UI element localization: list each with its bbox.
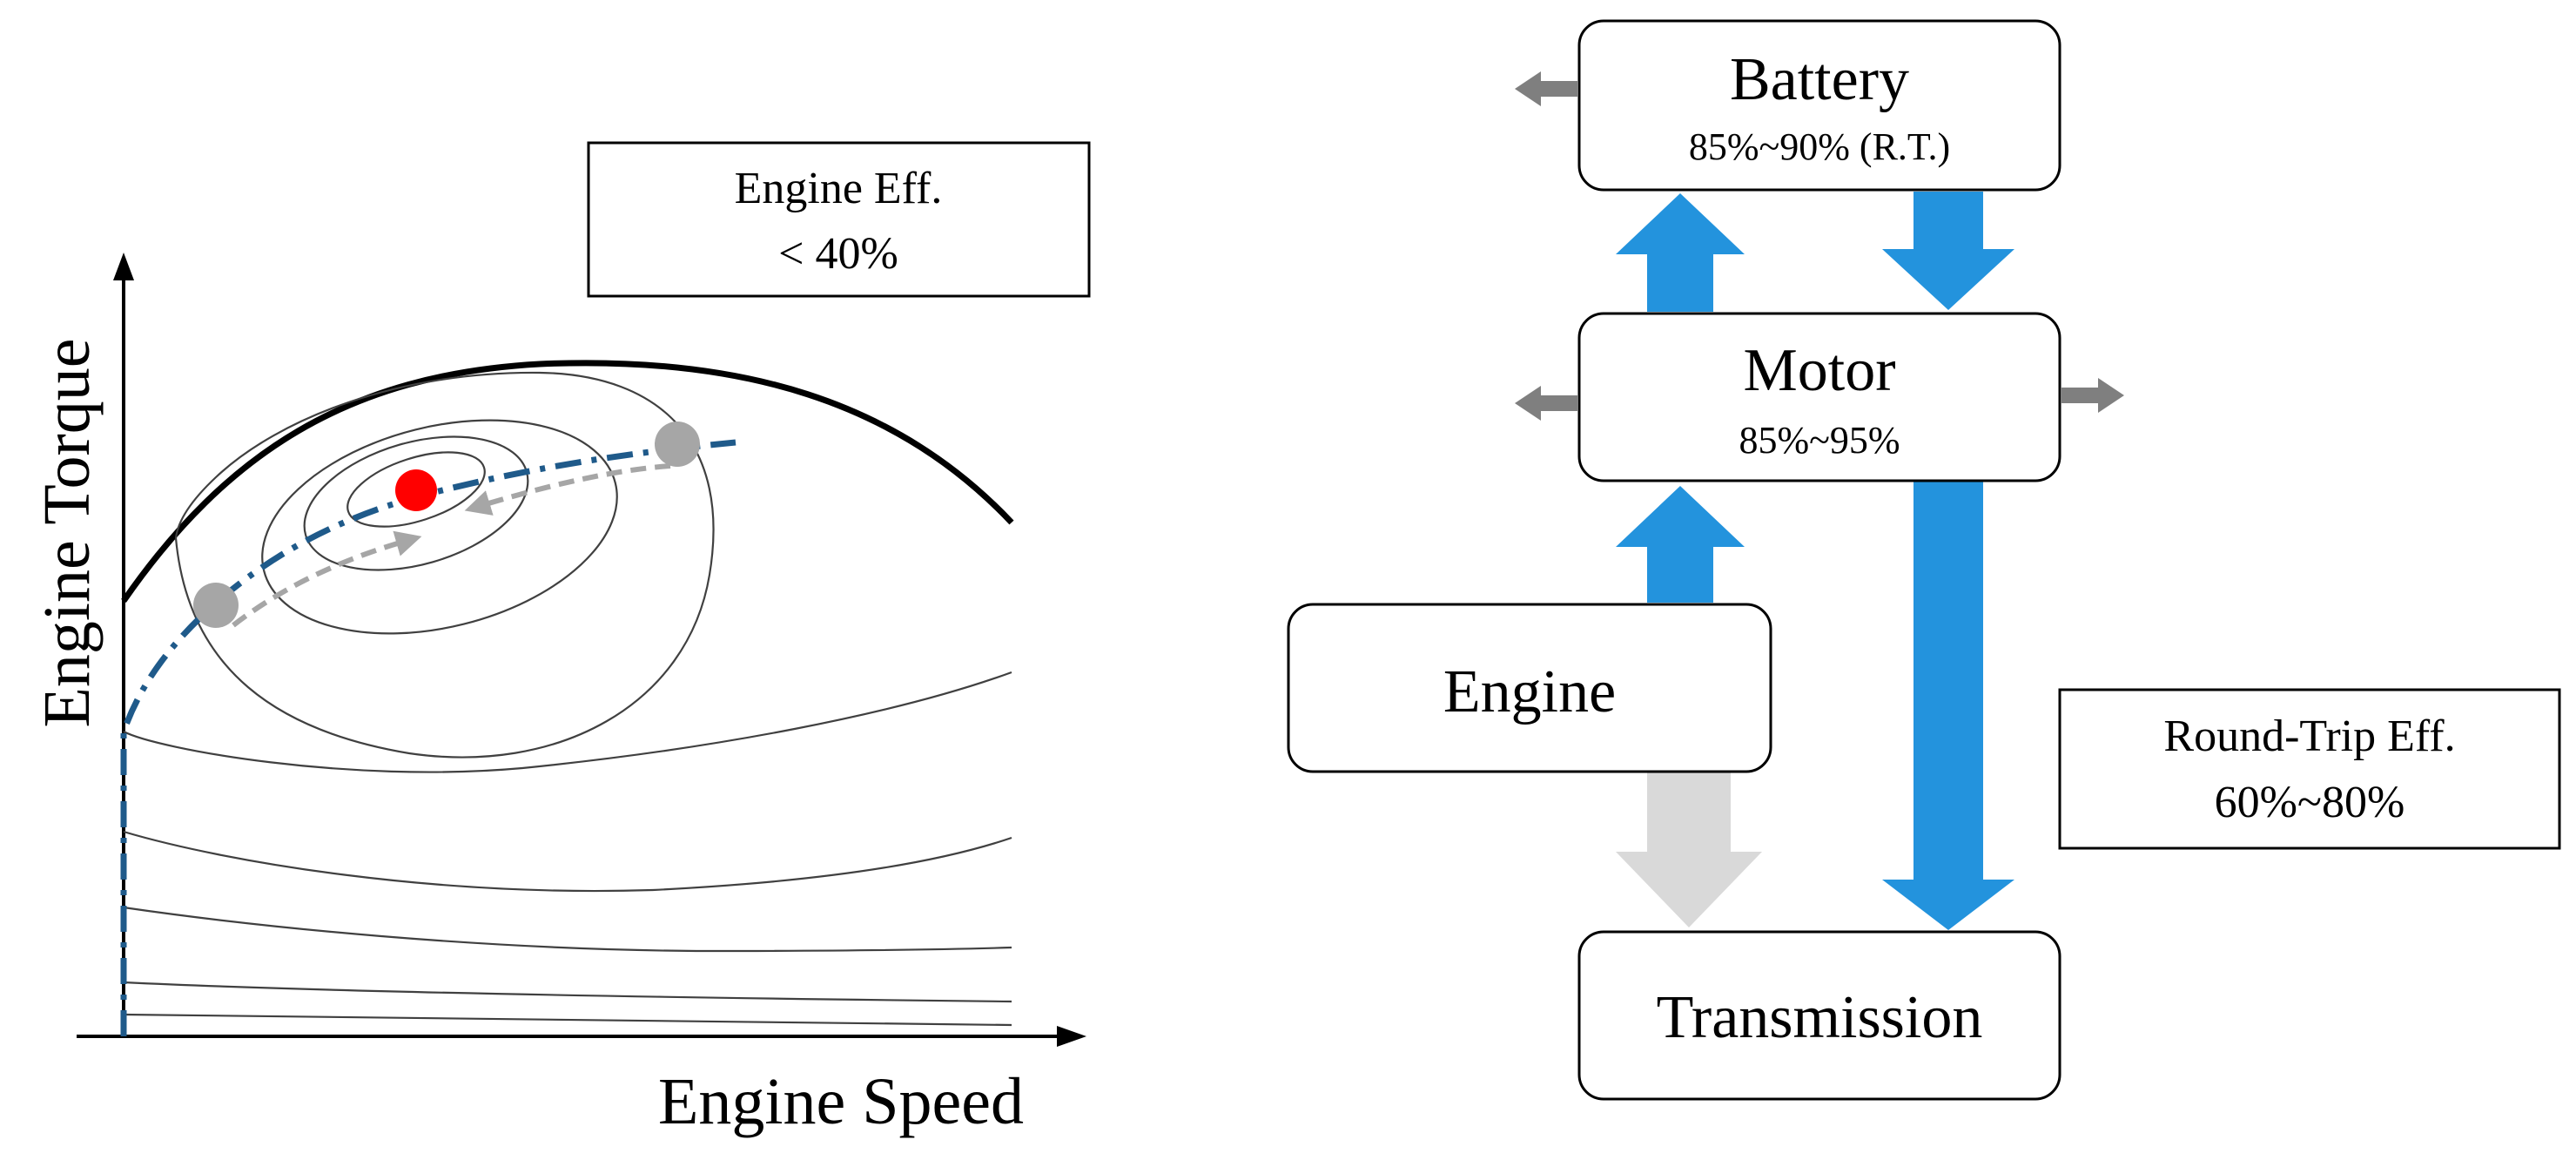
y-axis-label: Engine Torque	[30, 338, 104, 727]
contour-line	[174, 371, 715, 759]
battery-box	[1577, 19, 2061, 192]
optimal-operating-line	[120, 439, 736, 1036]
shift-arrow-down	[464, 463, 671, 516]
engine-eff-box	[587, 141, 1091, 298]
motor-efficiency: 85%~95%	[1739, 419, 1900, 462]
arrow-engine-to-motor	[1616, 486, 1745, 603]
loss-arrow-motor-left	[1515, 386, 1577, 421]
contour-line	[123, 906, 1012, 953]
efficiency-contours	[123, 371, 1012, 1027]
engine-eff-label: Engine Eff.	[735, 164, 943, 213]
arrow-motor-to-battery	[1616, 193, 1745, 312]
contour-line	[123, 981, 1012, 1003]
engine-efficiency-map: Engine Torque Engine Speed Engine Eff. <…	[30, 141, 1091, 1138]
arrow-engine-to-transmission	[1616, 771, 1762, 927]
engine-eff-value: < 40%	[778, 229, 898, 279]
loss-arrow-motor-right	[2061, 378, 2124, 413]
optimal-point	[395, 469, 437, 511]
operating-point-high	[655, 422, 700, 467]
motor-title: Motor	[1744, 337, 1896, 404]
x-axis-arrowhead	[1057, 1026, 1086, 1047]
x-axis-label: Engine Speed	[658, 1065, 1024, 1138]
loss-arrow-battery	[1515, 71, 1577, 106]
power-flow-diagram: Battery 85%~90% (R.T.) Motor 85%~95% Eng…	[1287, 19, 2561, 1101]
transmission-box	[1577, 930, 2061, 1101]
contour-line	[123, 1013, 1012, 1027]
contour-line	[346, 451, 486, 528]
round-trip-eff-value: 60%~80%	[2215, 778, 2405, 827]
arrow-motor-to-transmission	[1882, 481, 2014, 930]
y-axis-arrowhead	[113, 253, 134, 280]
transmission-title: Transmission	[1657, 984, 1983, 1051]
arrow-battery-to-motor	[1882, 192, 2014, 310]
engine-box	[1287, 603, 1772, 773]
round-trip-eff-box	[2058, 688, 2561, 850]
motor-box	[1577, 312, 2061, 482]
shift-arrow-up	[232, 530, 422, 628]
operating-point-low	[193, 583, 239, 628]
contour-line	[123, 830, 1012, 893]
round-trip-eff-label: Round-Trip Eff.	[2163, 712, 2455, 761]
battery-title: Battery	[1730, 46, 1909, 113]
contour-line	[123, 671, 1012, 773]
contour-line	[261, 419, 618, 635]
battery-efficiency: 85%~90% (R.T.)	[1689, 125, 1950, 168]
engine-title: Engine	[1443, 658, 1616, 725]
max-torque-curve	[121, 360, 1014, 603]
